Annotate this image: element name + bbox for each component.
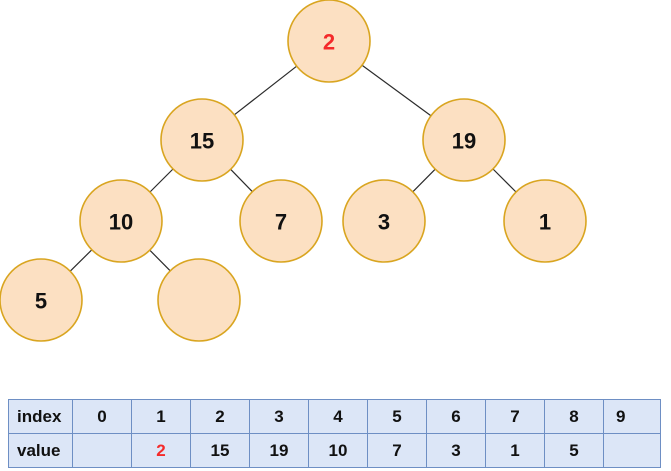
index-cell-4: 4 [308, 399, 368, 434]
tree-edge [149, 168, 174, 193]
tree-edge [233, 65, 298, 116]
value-cell-8: 5 [544, 433, 604, 468]
value-cell-1: 2 [131, 433, 191, 468]
tree-edge [230, 168, 253, 193]
value-cell-5: 7 [367, 433, 427, 468]
index-cell-5: 5 [367, 399, 427, 434]
index-cell-0: 0 [72, 399, 132, 434]
tree-node[interactable]: 10 [79, 179, 163, 263]
value-cell-9 [603, 433, 661, 468]
index-cell-1: 1 [131, 399, 191, 434]
tree-edge-group [69, 64, 517, 272]
value-cell-6: 3 [426, 433, 486, 468]
tree-node-label: 15 [190, 129, 214, 154]
row-label-value: value [8, 433, 73, 468]
index-cell-9: 9 [603, 399, 661, 434]
tree-node[interactable]: 1 [503, 179, 587, 263]
tree-edge [361, 64, 432, 117]
tree-node-label: 3 [378, 210, 390, 235]
index-cell-7: 7 [485, 399, 545, 434]
tree-node-empty[interactable] [157, 258, 241, 342]
index-cell-2: 2 [190, 399, 250, 434]
index-cell-8: 8 [544, 399, 604, 434]
tree-node-label: 5 [35, 289, 47, 314]
tree-node-circle [160, 98, 244, 182]
tree-node-label: 2 [323, 30, 335, 55]
tree-edge [492, 168, 517, 193]
tree-node-circle [342, 179, 426, 263]
value-cell-3: 19 [249, 433, 309, 468]
tree-node-circle [239, 179, 323, 263]
tree-node-label: 19 [452, 129, 476, 154]
tree-node-circle [503, 179, 587, 263]
index-cell-6: 6 [426, 399, 486, 434]
value-cell-7: 1 [485, 433, 545, 468]
tree-edge [412, 168, 436, 193]
tree-node[interactable]: 19 [422, 98, 506, 182]
tree-edge [149, 249, 171, 272]
index-cell-3: 3 [249, 399, 309, 434]
value-cell-2: 15 [190, 433, 250, 468]
tree-node-circle [79, 179, 163, 263]
value-cell-0 [72, 433, 132, 468]
tree-node-circle [287, 0, 371, 83]
tree-node-circle [422, 98, 506, 182]
tree-node-label: 1 [539, 210, 551, 235]
tree-node[interactable]: 2 [287, 0, 371, 83]
tree-node-circle [0, 258, 83, 342]
tree-node-label: 10 [109, 210, 133, 235]
value-cell-4: 10 [308, 433, 368, 468]
tree-node[interactable]: 15 [160, 98, 244, 182]
tree-node-label: 7 [275, 210, 287, 235]
tree-node[interactable]: 7 [239, 179, 323, 263]
tree-node[interactable]: 3 [342, 179, 426, 263]
tree-node[interactable]: 5 [0, 258, 83, 342]
tree-edge [69, 249, 93, 272]
tree-node-circle [157, 258, 241, 342]
row-label-index: index [8, 399, 73, 434]
